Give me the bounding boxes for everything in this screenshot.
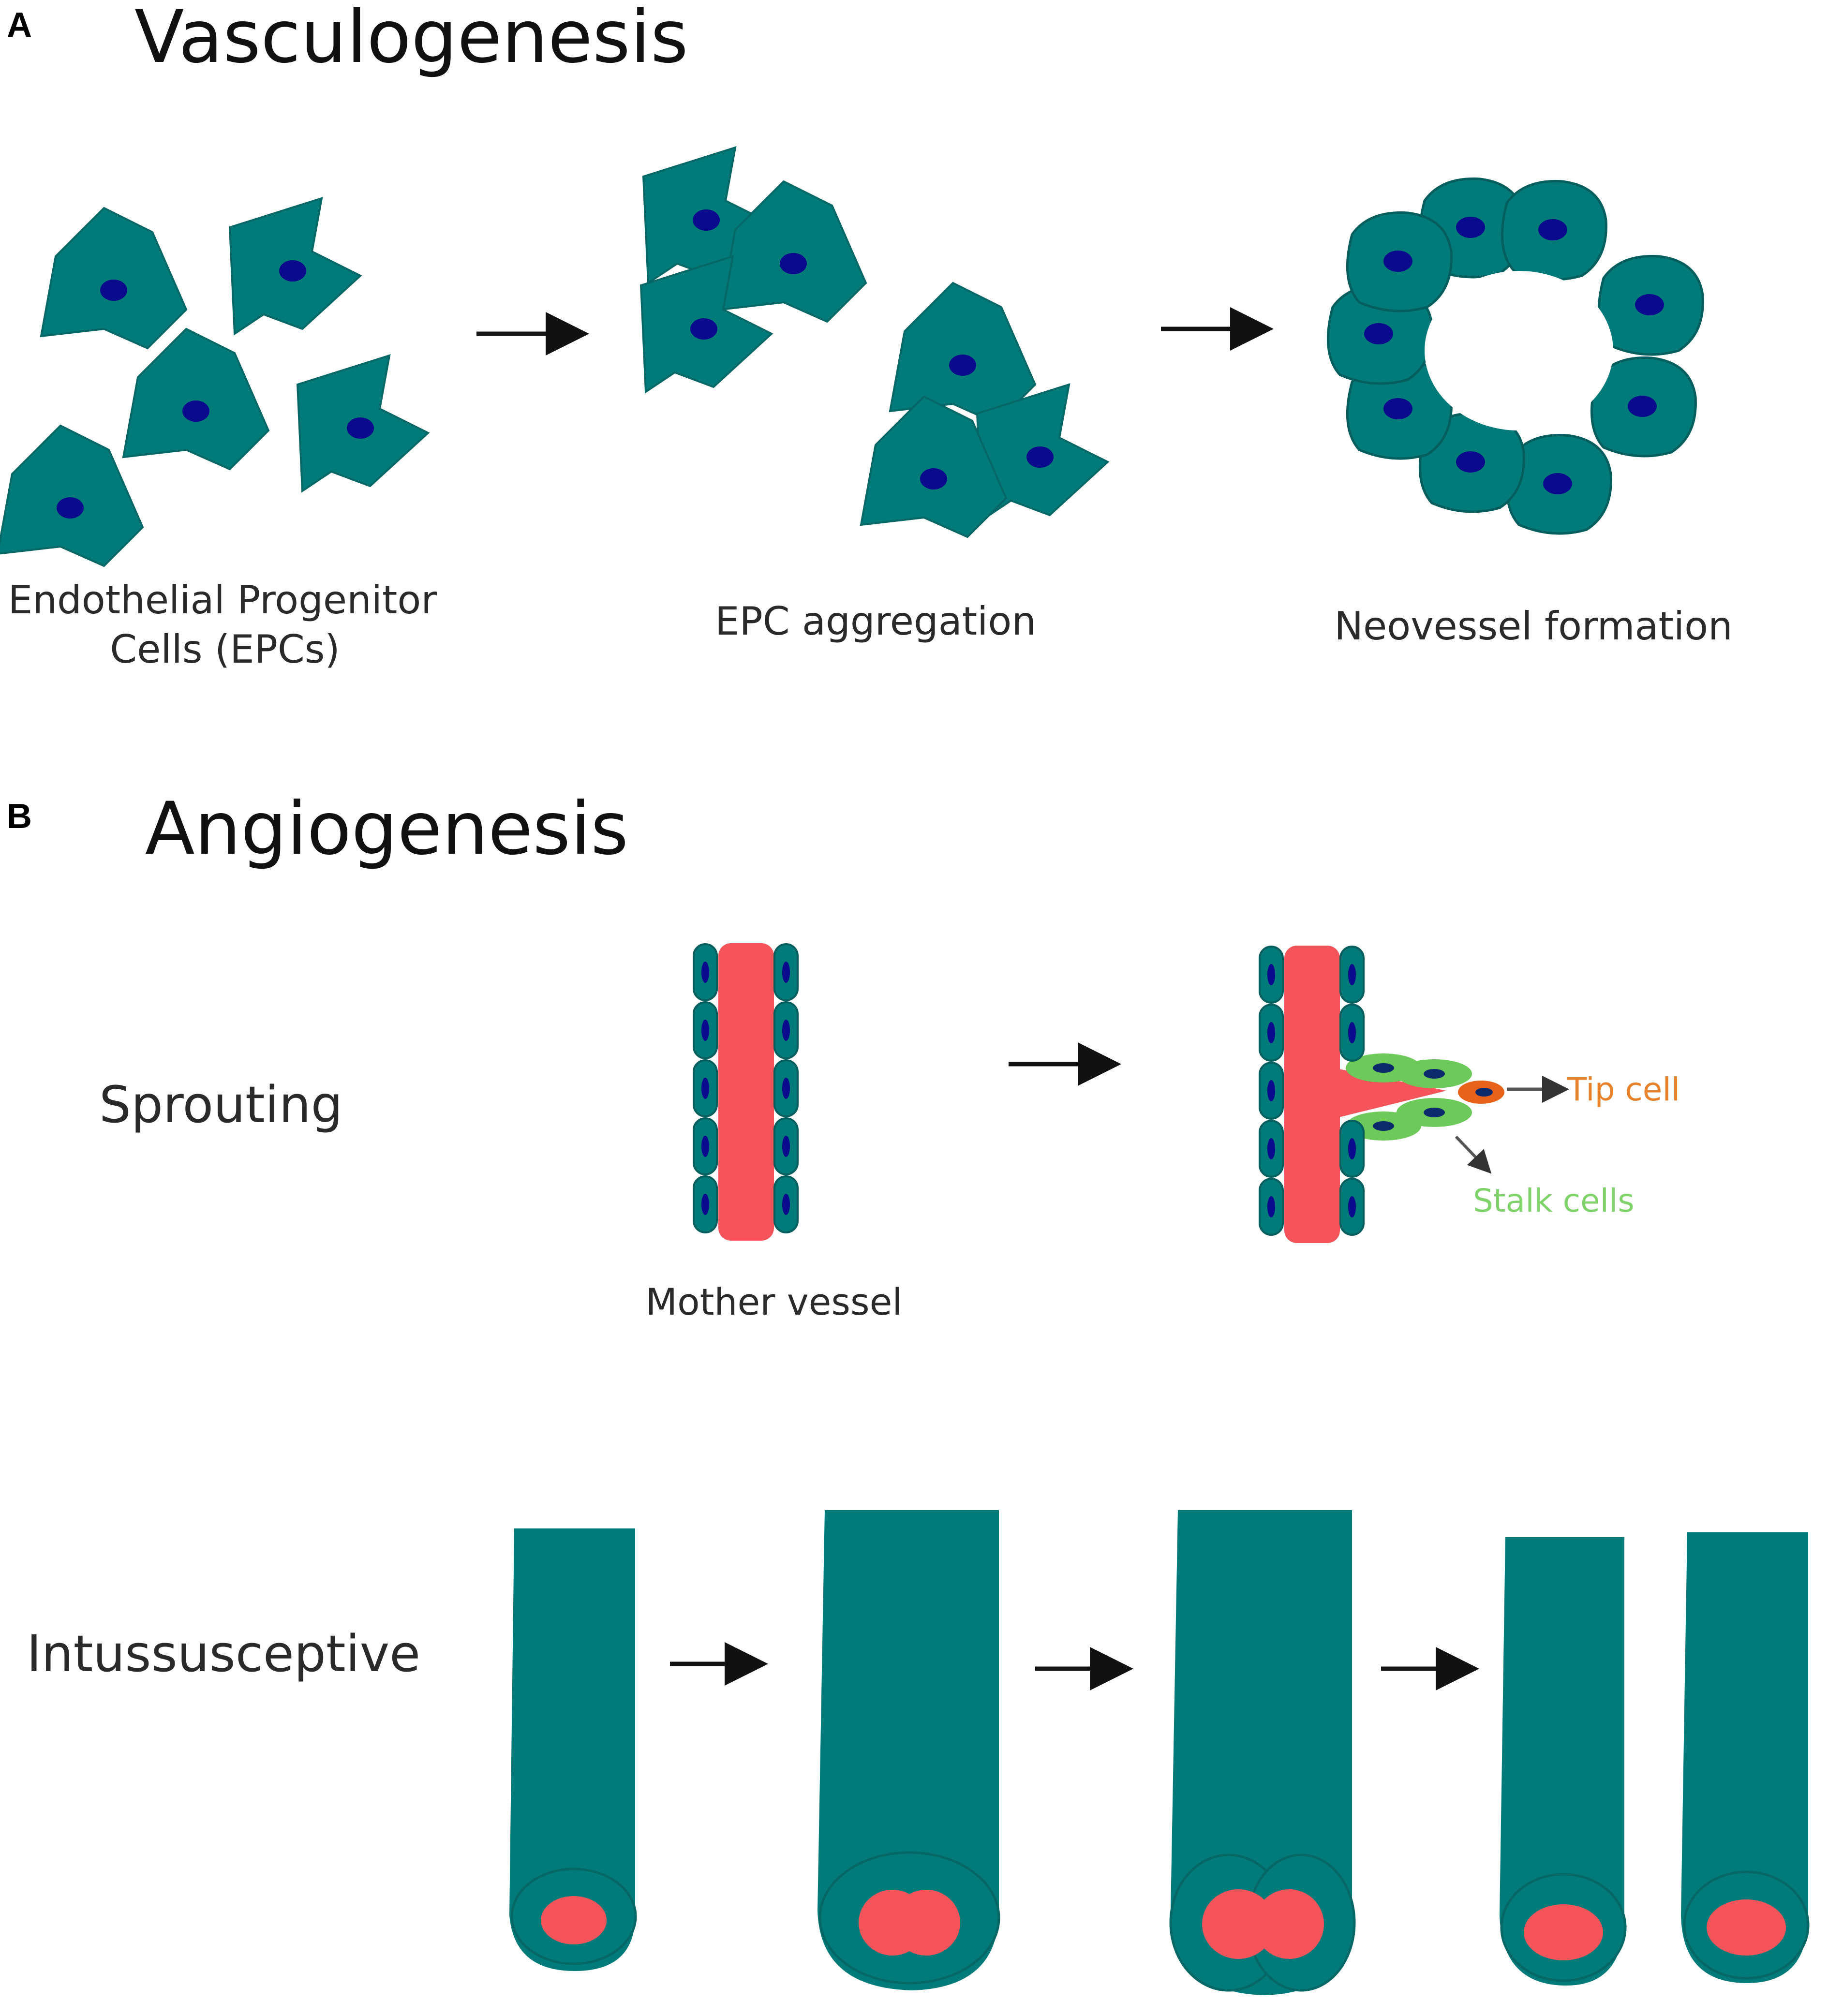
stalk-cell — [1397, 1059, 1472, 1088]
wall-cell — [1339, 1178, 1365, 1236]
vessel-lumen — [1254, 1889, 1324, 1959]
panel-b-title: Angiogenesis — [145, 787, 628, 871]
sprouting-vessel — [1259, 946, 1504, 1243]
vessel-lumen — [1707, 1899, 1786, 1956]
sprouting-label: Sprouting — [99, 1075, 343, 1134]
wall-cell — [773, 1001, 799, 1059]
vessel-lumen — [541, 1896, 607, 1944]
ring-cell — [1347, 213, 1451, 311]
wall-cell — [693, 1001, 718, 1059]
epc-cell — [297, 355, 429, 492]
stalk-cell — [1397, 1098, 1472, 1127]
intussusceptive-vessel-2 — [817, 1510, 1000, 1990]
intussusceptive-label: Intussusceptive — [27, 1624, 420, 1683]
aggregation-label: EPC aggregation — [715, 599, 1036, 644]
tip-cell-label: Tip cell — [1567, 1071, 1680, 1108]
wall-cell — [1259, 1178, 1284, 1236]
daughter-vessel-right — [1681, 1532, 1810, 1983]
vessel-lumen — [892, 1890, 960, 1956]
ring-cell — [1502, 181, 1606, 280]
wall-cell — [1339, 946, 1365, 1004]
panel-b-letter: B — [7, 797, 32, 836]
wall-cell — [1339, 1004, 1365, 1062]
neovessel-lumen — [1425, 271, 1613, 430]
wall-cell — [693, 1175, 718, 1233]
wall-cell — [773, 1175, 799, 1233]
wall-cell — [1339, 1120, 1365, 1178]
mother-vessel — [693, 943, 799, 1241]
daughter-vessel-left — [1500, 1537, 1627, 1986]
stalk-cells-pointer — [1455, 1135, 1492, 1174]
epc-aggregates — [640, 147, 1109, 538]
vessel-lumen — [718, 943, 774, 1241]
mother-vessel-label: Mother vessel — [646, 1280, 903, 1323]
tip-cell-nucleus — [1475, 1088, 1493, 1097]
wall-cell — [693, 1059, 718, 1117]
wall-cell — [773, 1117, 799, 1175]
vessel-lumen — [1284, 946, 1340, 1243]
stalk-cells-label: Stalk cells — [1473, 1182, 1635, 1219]
wall-cell — [693, 943, 718, 1001]
epc-cell — [0, 425, 144, 567]
epc-cell — [720, 180, 867, 323]
neovessel-label: Neovessel formation — [1334, 604, 1733, 649]
panel-a-title: Vasculogenesis — [134, 0, 688, 79]
scattered-epcs — [0, 197, 429, 567]
ring-cell — [1599, 256, 1703, 355]
epc-cell — [229, 197, 361, 335]
epc-label-line1: Endothelial Progenitor — [8, 578, 437, 623]
sprout-lumen — [1339, 1069, 1446, 1117]
wall-cell — [1259, 1120, 1284, 1178]
panel-a-letter: A — [7, 6, 32, 44]
epc-cell — [122, 328, 269, 470]
neovessel-ring — [1328, 179, 1703, 534]
vessel-lumen — [1202, 1889, 1275, 1959]
epc-label-line2: Cells (EPCs) — [110, 627, 340, 672]
vessel-lumen — [1524, 1904, 1603, 1960]
wall-cell — [1259, 1062, 1284, 1120]
wall-cell — [773, 1059, 799, 1117]
intussusceptive-vessel-3 — [1169, 1510, 1356, 1995]
wall-cell — [1259, 946, 1284, 1004]
wall-cell — [773, 943, 799, 1001]
epc-cell — [40, 207, 187, 349]
wall-cell — [1259, 1004, 1284, 1062]
intussusceptive-vessel-1 — [509, 1528, 637, 1971]
wall-cell — [693, 1117, 718, 1175]
